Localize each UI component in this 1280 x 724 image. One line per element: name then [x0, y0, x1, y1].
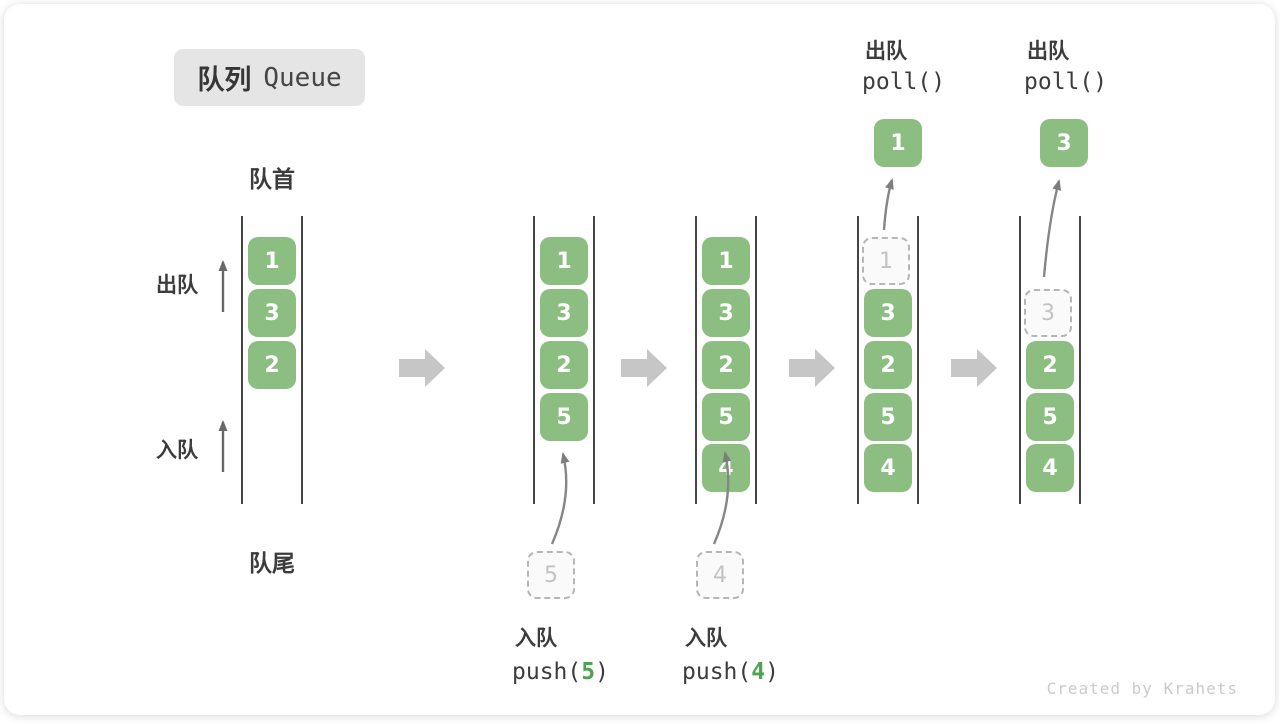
poll1-op-code: poll() — [862, 69, 946, 95]
code-pre: push( — [682, 659, 752, 685]
transition-arrow-icon — [399, 349, 445, 387]
transition-arrow-icon — [621, 349, 667, 387]
queue-cell: 3 — [702, 289, 750, 337]
label-queue-rear: 队尾 — [249, 550, 295, 576]
push5-op-code: push(5) — [512, 659, 609, 685]
queue1-right-wall — [301, 216, 303, 504]
queue-cell: 2 — [864, 341, 912, 389]
code-pre: push( — [512, 659, 582, 685]
queue-cell: 3 — [248, 289, 296, 337]
removed-ghost-cell: 1 — [862, 237, 910, 285]
arrows-overlay — [218, 178, 1062, 545]
push4-op-code: push(4) — [682, 659, 779, 685]
queue-cell: 5 — [1026, 393, 1074, 441]
popped-cell: 3 — [1040, 119, 1088, 167]
poll2-arrow-icon — [1042, 179, 1062, 278]
poll2-op-label: 出队 — [1027, 40, 1069, 63]
label-queue-front: 队首 — [249, 166, 295, 192]
label-enqueue: 入队 — [156, 439, 198, 462]
code-value: 4 — [751, 659, 766, 685]
queue-cell: 2 — [702, 341, 750, 389]
queue-cell: 4 — [702, 444, 750, 492]
queue1-left-wall — [241, 216, 243, 504]
queue-cell: 5 — [864, 393, 912, 441]
queue4-left-wall — [857, 216, 859, 504]
code-post: ) — [595, 659, 609, 685]
queue-cell: 5 — [702, 393, 750, 441]
queue-cell: 3 — [540, 289, 588, 337]
queue-cell: 1 — [540, 237, 588, 285]
push5-arrow-icon — [550, 452, 570, 545]
queue-cell: 1 — [702, 237, 750, 285]
queue3-left-wall — [695, 216, 697, 504]
title-badge: 队列 Queue — [174, 49, 365, 106]
queue5-right-wall — [1079, 216, 1081, 504]
transition-arrow-icon — [789, 349, 835, 387]
push5-op-label: 入队 — [515, 627, 557, 650]
removed-ghost-cell: 3 — [1024, 289, 1072, 337]
queue2-right-wall — [593, 216, 595, 504]
queue4-right-wall — [917, 216, 919, 504]
code-value: 5 — [581, 659, 596, 685]
queue-cell: 5 — [540, 393, 588, 441]
queue-cell: 1 — [248, 237, 296, 285]
poll1-arrow-icon — [882, 178, 894, 231]
queue-cell: 4 — [1026, 444, 1074, 492]
code-post: ) — [765, 659, 779, 685]
queue-cell: 4 — [864, 444, 912, 492]
watermark: Created by Krahets — [1046, 679, 1238, 698]
queue-cell: 3 — [864, 289, 912, 337]
push4-op-label: 入队 — [685, 627, 727, 650]
transition-arrow-icon — [951, 349, 997, 387]
pending-enqueue-cell: 5 — [527, 551, 575, 599]
figure-card: 队列 Queue 队首 队尾 出队 入队 1 3 2 1 3 2 5 5 1 3… — [4, 4, 1275, 715]
pending-enqueue-cell: 4 — [696, 551, 744, 599]
queue3-right-wall — [755, 216, 757, 504]
title-zh: 队列 — [197, 65, 252, 95]
label-dequeue: 出队 — [156, 274, 198, 297]
popped-cell: 1 — [874, 119, 922, 167]
queue-cell: 2 — [1026, 341, 1074, 389]
queue2-left-wall — [533, 216, 535, 504]
queue-cell: 2 — [248, 341, 296, 389]
poll2-op-code: poll() — [1024, 69, 1108, 95]
queue-cell: 2 — [540, 341, 588, 389]
title-en: Queue — [263, 62, 342, 93]
queue5-left-wall — [1019, 216, 1021, 504]
poll1-op-label: 出队 — [865, 40, 907, 63]
